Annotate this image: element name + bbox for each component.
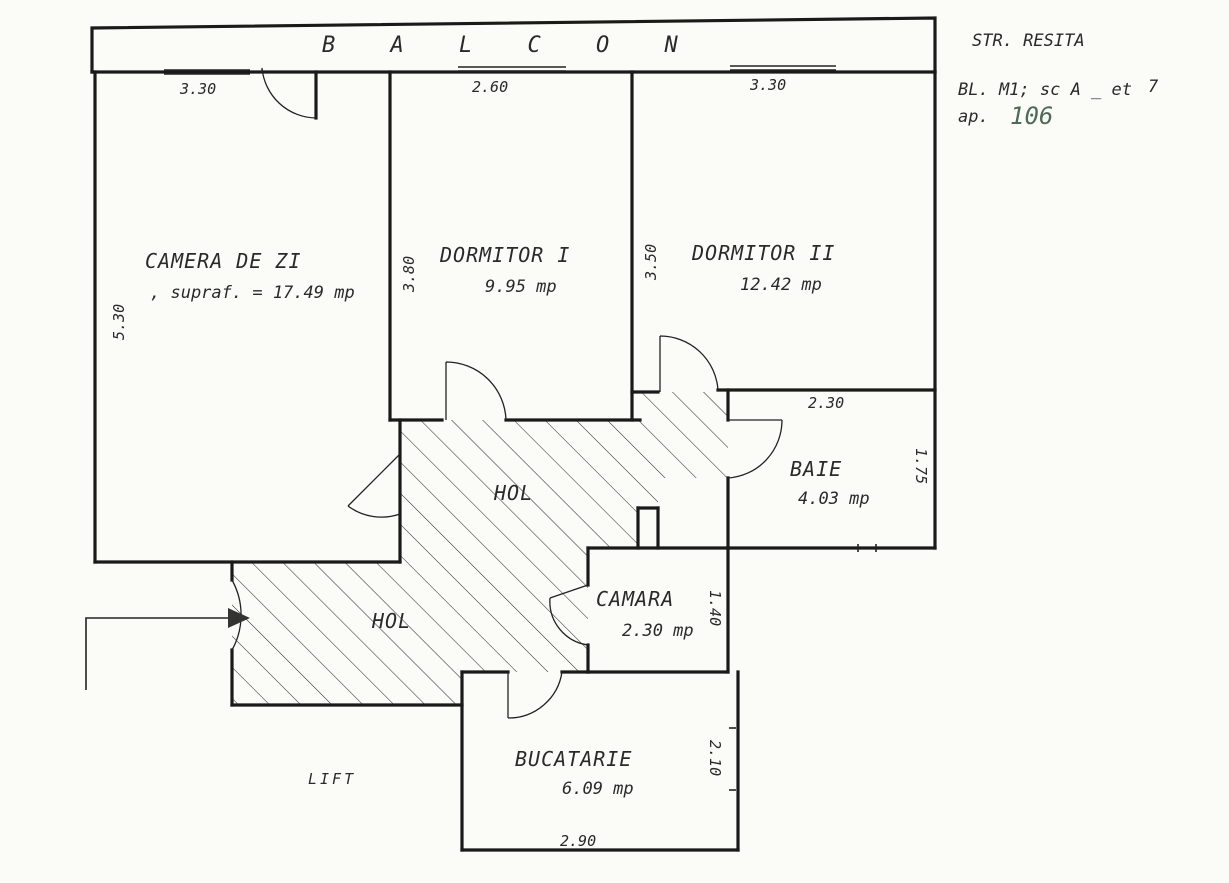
room-bucatarie-area: 6.09 mp [562, 779, 634, 799]
dim-baie-depth: 1.75 [912, 448, 930, 484]
dim-dormitor1-width: 2.60 [472, 78, 508, 96]
balcony-label: B A L C O N [322, 33, 699, 58]
entrance-arrow-icon [85, 608, 250, 690]
dim-dormitor2-depth: 3.50 [642, 244, 660, 281]
room-bucatarie-name: BUCATARIE [515, 747, 632, 771]
room-baie-area: 4.03 mp [798, 489, 870, 509]
room-camera-de-zi-area: , supraf. = 17.49 mp [150, 283, 355, 303]
room-hol-upper-name: HOL [493, 481, 533, 505]
dim-dormitor1-depth: 3.80 [400, 256, 418, 293]
dim-camera-depth: 5.30 [110, 304, 128, 340]
dim-baie-width: 2.30 [808, 394, 844, 412]
dim-camera-width: 3.30 [179, 80, 216, 98]
dim-dormitor2-width: 3.30 [749, 76, 786, 94]
room-baie-name: BAIE [790, 457, 842, 481]
room-camera-de-zi-name: CAMERA DE ZI [145, 249, 302, 273]
dim-bucatarie-width: 2.90 [560, 832, 596, 850]
window-marks [729, 544, 877, 791]
room-dormitor-1-area: 9.95 mp [485, 277, 557, 297]
doors [231, 67, 783, 719]
dim-bucatarie-depth: 2.10 [706, 740, 724, 776]
address-street: STR. RESITA [972, 31, 1085, 51]
address-apartment-number: 106 [1010, 102, 1053, 130]
room-camara-area: 2.30 mp [622, 621, 694, 641]
room-dormitor-2-area: 12.42 mp [740, 275, 822, 295]
address-apartment-prefix: ap. [958, 107, 989, 127]
room-dormitor-1-name: DORMITOR I [439, 243, 570, 267]
address-block: BL. M1; sc A _ et [958, 80, 1132, 100]
address-floor: 7 [1148, 77, 1159, 97]
room-dormitor-2-name: DORMITOR II [691, 241, 835, 265]
lift-label: LIFT [308, 770, 356, 788]
walls [93, 70, 937, 852]
room-camara-name: CAMARA [596, 587, 674, 611]
room-hol-lower-name: HOL [371, 609, 411, 633]
dim-camara-depth: 1.40 [706, 590, 724, 626]
hallway-hatching [232, 392, 728, 705]
balcony-outline [90, 16, 937, 75]
